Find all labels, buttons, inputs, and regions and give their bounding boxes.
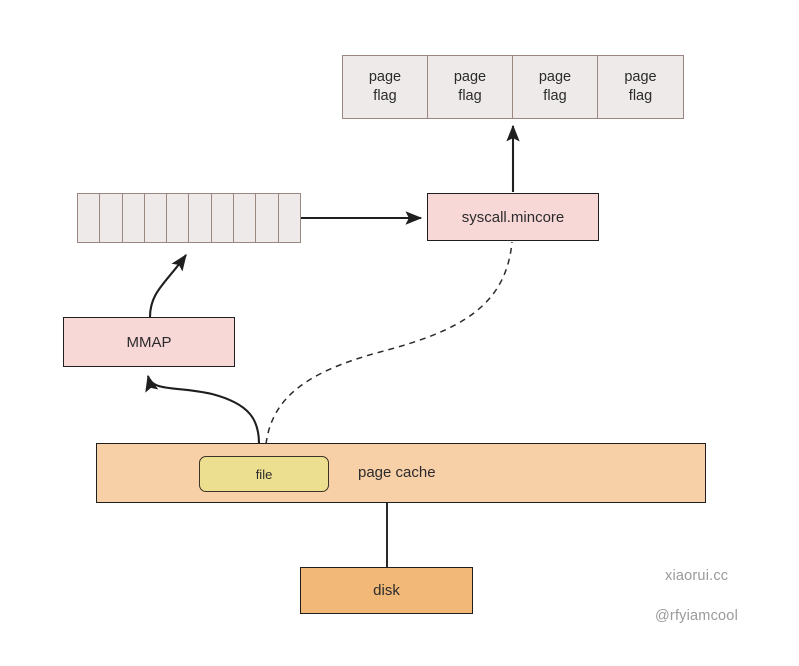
page-flag-line1: page (453, 68, 487, 85)
edge-mmap-to-grid (148, 253, 187, 318)
page-flag-cell: page flag (513, 56, 598, 118)
page-flag-line2: flag (373, 88, 397, 104)
watermark-site: xiaorui.cc (665, 568, 729, 584)
memory-page-cell (122, 194, 145, 242)
page-flag-strip: page flag page flag page flag page flag (342, 55, 684, 119)
memory-page-cell (100, 194, 123, 242)
memory-page-cell (144, 194, 168, 242)
node-mmap-label: MMAP (126, 333, 172, 351)
memory-page-cell (211, 194, 235, 242)
node-syscall-mincore-label: syscall.mincore (461, 208, 565, 226)
memory-page-cell (189, 194, 212, 242)
node-page-cache-label: page cache (358, 464, 436, 481)
memory-page-cell (234, 194, 257, 242)
page-flag-line2: flag (543, 88, 567, 104)
edge-page-cache-to-mincore (265, 241, 513, 445)
memory-page-cell (78, 194, 101, 242)
page-flag-cell: page flag (343, 56, 428, 118)
memory-page-cell (278, 194, 300, 242)
node-syscall-mincore: syscall.mincore (427, 193, 599, 241)
page-flag-cell: page flag (428, 56, 513, 118)
page-flag-cell: page flag (598, 56, 683, 118)
page-flag-line1: page (624, 68, 657, 85)
node-disk-label: disk (373, 582, 400, 599)
node-mmap: MMAP (63, 317, 235, 367)
page-flag-line1: page (368, 68, 402, 85)
node-disk: disk (300, 567, 473, 614)
page-flag-line2: flag (458, 88, 482, 104)
page-flag-line2: flag (628, 88, 653, 104)
memory-page-cell (167, 194, 190, 242)
page-flag-line1: page (538, 68, 572, 85)
watermark-handle: @rfyiamcool (655, 608, 738, 624)
memory-page-grid (77, 193, 301, 243)
node-file: file (199, 456, 329, 492)
edge-page-cache-to-mmap (145, 374, 261, 445)
memory-page-cell (256, 194, 279, 242)
node-page-cache (96, 443, 706, 503)
node-file-label: file (255, 466, 273, 482)
